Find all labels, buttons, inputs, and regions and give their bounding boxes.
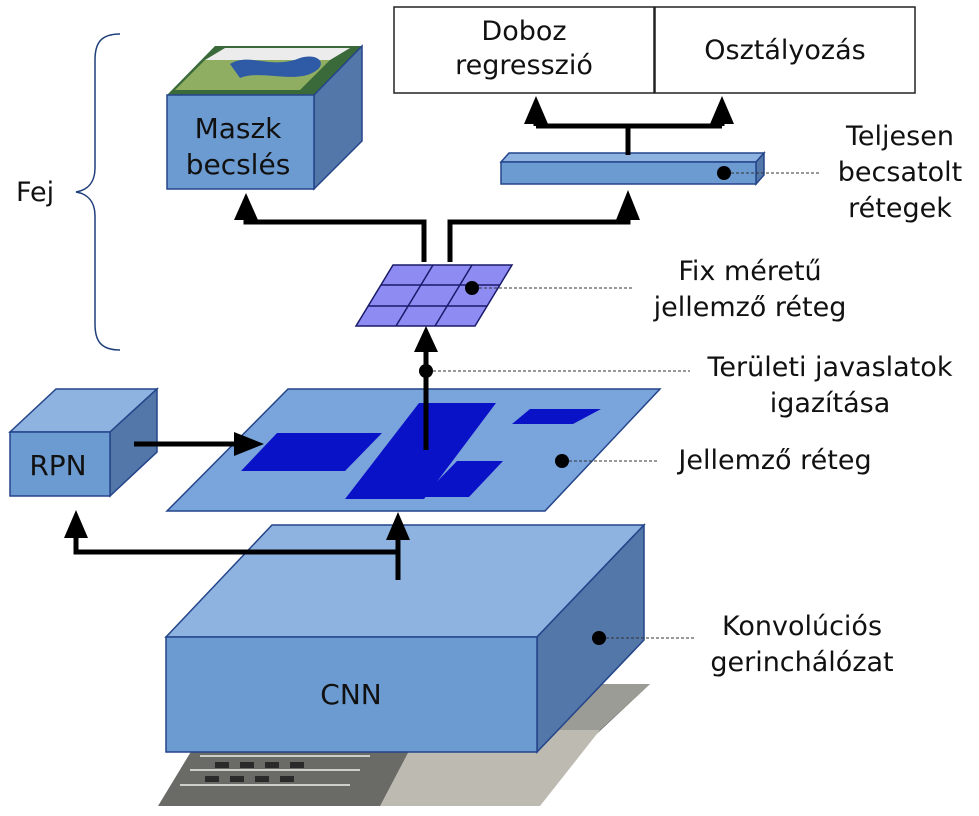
- classification-label: Osztályozás: [704, 35, 865, 66]
- mask-label-line1: Maszk: [195, 112, 283, 145]
- box-regression-box: Doboz regresszió: [393, 6, 655, 94]
- mask-label-line2: becslés: [186, 148, 291, 181]
- svg-text:becsatolt: becsatolt: [838, 157, 962, 188]
- classification-box: Osztályozás: [654, 6, 916, 94]
- fixed-size-feature-grid: [354, 264, 514, 327]
- cnn-label: CNN: [320, 678, 381, 711]
- region-proposals: [241, 403, 601, 499]
- svg-text:Fix méretű: Fix méretű: [678, 256, 821, 287]
- svg-text:Konvolúciós: Konvolúciós: [722, 611, 882, 642]
- fully-connected-bar: [499, 151, 766, 186]
- callouts: [419, 166, 820, 645]
- cnn-block-front: [165, 636, 538, 753]
- mask-block: Maszk becslés: [166, 44, 363, 191]
- head-brace: Fej: [16, 33, 121, 351]
- svg-text:Területi javaslatok: Területi javaslatok: [707, 352, 953, 383]
- feature-layer-plane: [165, 388, 662, 512]
- svg-text:rétegek: rétegek: [848, 193, 952, 224]
- svg-text:jellemző réteg: jellemző réteg: [653, 292, 847, 323]
- fixed-size-label: Fix méretű jellemző réteg: [653, 256, 847, 323]
- rpn-block: RPN: [8, 387, 159, 498]
- rpn-label: RPN: [29, 449, 86, 482]
- svg-text:Teljesen: Teljesen: [845, 121, 954, 152]
- feature-layer-label: Jellemző réteg: [676, 445, 871, 476]
- box-regression-line1: Doboz: [481, 16, 566, 47]
- roi-align-label: Területi javaslatok igazítása: [707, 352, 953, 419]
- svg-text:igazítása: igazítása: [770, 388, 891, 419]
- arrows: [64, 96, 734, 580]
- svg-text:gerinchálózat: gerinchálózat: [710, 647, 893, 678]
- backbone-label: Konvolúciós gerinchálózat: [710, 611, 893, 678]
- head-label: Fej: [16, 177, 54, 208]
- box-regression-line2: regresszió: [455, 50, 593, 81]
- fully-connected-label: Teljesen becsatolt rétegek: [838, 121, 962, 224]
